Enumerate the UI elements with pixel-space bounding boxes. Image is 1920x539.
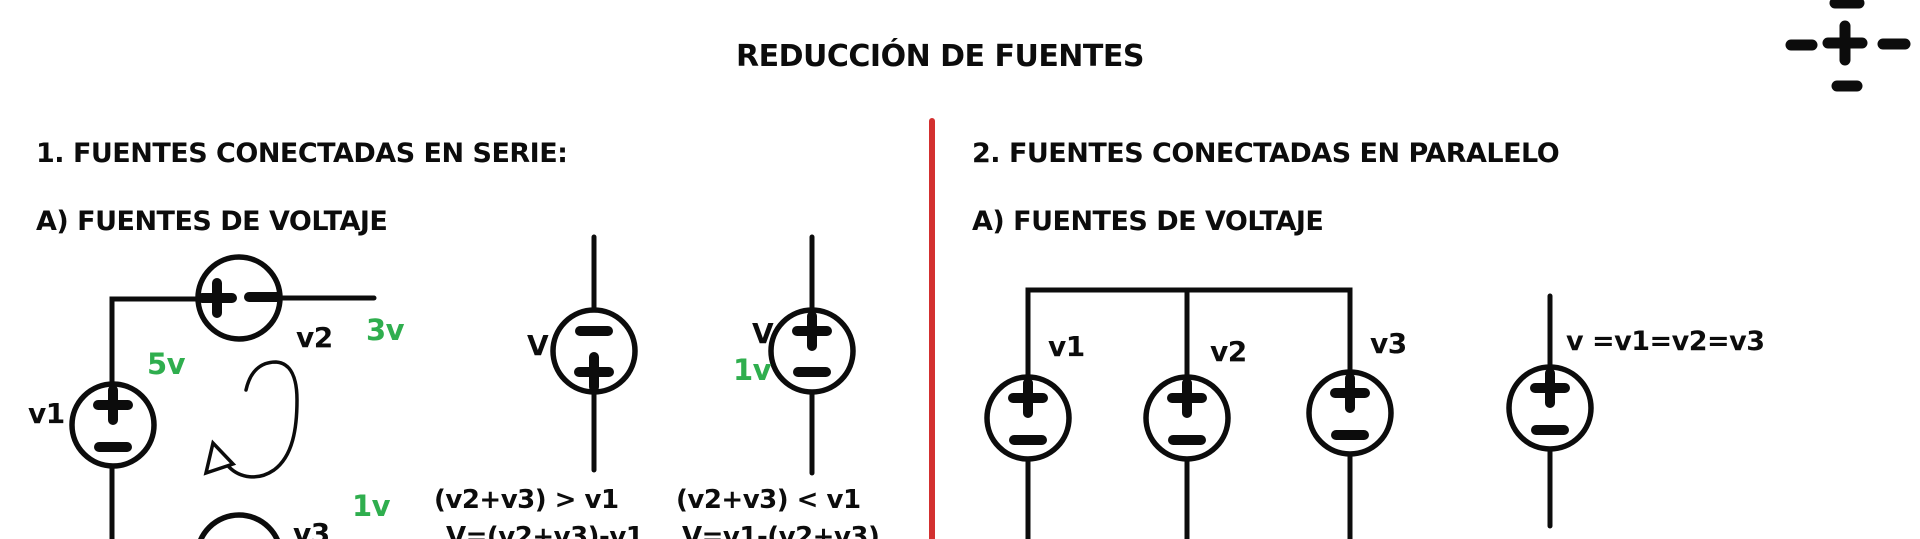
series-equivalent-lt: [768, 234, 856, 476]
source-v1-circle: [69, 381, 157, 469]
parallel-circuit: [984, 287, 1394, 539]
series-v3-value: 1v: [352, 489, 391, 523]
loop-arrow-doodle: [227, 360, 299, 479]
source-v2-circle: [1143, 374, 1231, 462]
parallel-equivalent-label: v =v1=v2=v3: [1566, 326, 1765, 357]
source-v1-circle: [984, 374, 1072, 462]
equivalent-lt-label: V: [752, 317, 774, 350]
series-v2-label: v2: [296, 321, 333, 354]
parallel-subheading: A) FUENTES DE VOLTAJE: [972, 206, 1324, 237]
series-v1-label: v1: [28, 397, 65, 430]
equivalent-gt-equation: V=(v2+v3)-v1: [446, 522, 644, 539]
plus-icon: [574, 352, 614, 392]
plus-icon: [197, 278, 237, 318]
section-divider: [929, 118, 935, 539]
source-circle: [1506, 364, 1594, 452]
equivalent-lt-equation: V=v1-(v2+v3): [682, 522, 880, 539]
source-circle: [768, 307, 856, 395]
plus-icon: [1008, 378, 1048, 418]
wire: [109, 296, 201, 387]
series-v3-label: v3: [293, 517, 330, 539]
series-equivalent-gt: [550, 234, 638, 473]
polarity-marks-doodle: [1785, 0, 1911, 92]
plus-icon: [792, 311, 832, 351]
plus-icon: [1330, 373, 1370, 413]
series-circuit: [69, 254, 377, 539]
series-heading: 1. FUENTES CONECTADAS EN SERIE:: [36, 138, 568, 169]
equivalent-lt-condition: (v2+v3) < v1: [676, 485, 861, 515]
plus-icon: [1530, 368, 1570, 408]
parallel-heading: 2. FUENTES CONECTADAS EN PARALELO: [972, 138, 1560, 169]
parallel-v3-label: v3: [1370, 327, 1407, 360]
page-title: REDUCCIÓN DE FUENTES: [736, 39, 1144, 74]
parallel-v2-label: v2: [1210, 335, 1247, 368]
series-v2-value: 3v: [366, 313, 405, 347]
series-v1-value: 5v: [147, 347, 186, 381]
source-v3-circle: [198, 512, 280, 539]
parallel-v1-label: v1: [1048, 330, 1085, 363]
plus-icon: [1822, 20, 1868, 66]
source-v3-circle: [1306, 369, 1394, 457]
equivalent-gt-label: V: [527, 329, 549, 362]
parallel-equivalent: [1506, 293, 1594, 529]
equivalent-lt-value: 1v: [733, 353, 772, 387]
plus-icon: [1167, 378, 1207, 418]
equivalent-gt-condition: (v2+v3) > v1: [434, 485, 619, 515]
series-subheading: A) FUENTES DE VOLTAJE: [36, 206, 388, 237]
plus-icon: [93, 385, 133, 425]
loop-arrowhead-icon: [203, 439, 237, 476]
